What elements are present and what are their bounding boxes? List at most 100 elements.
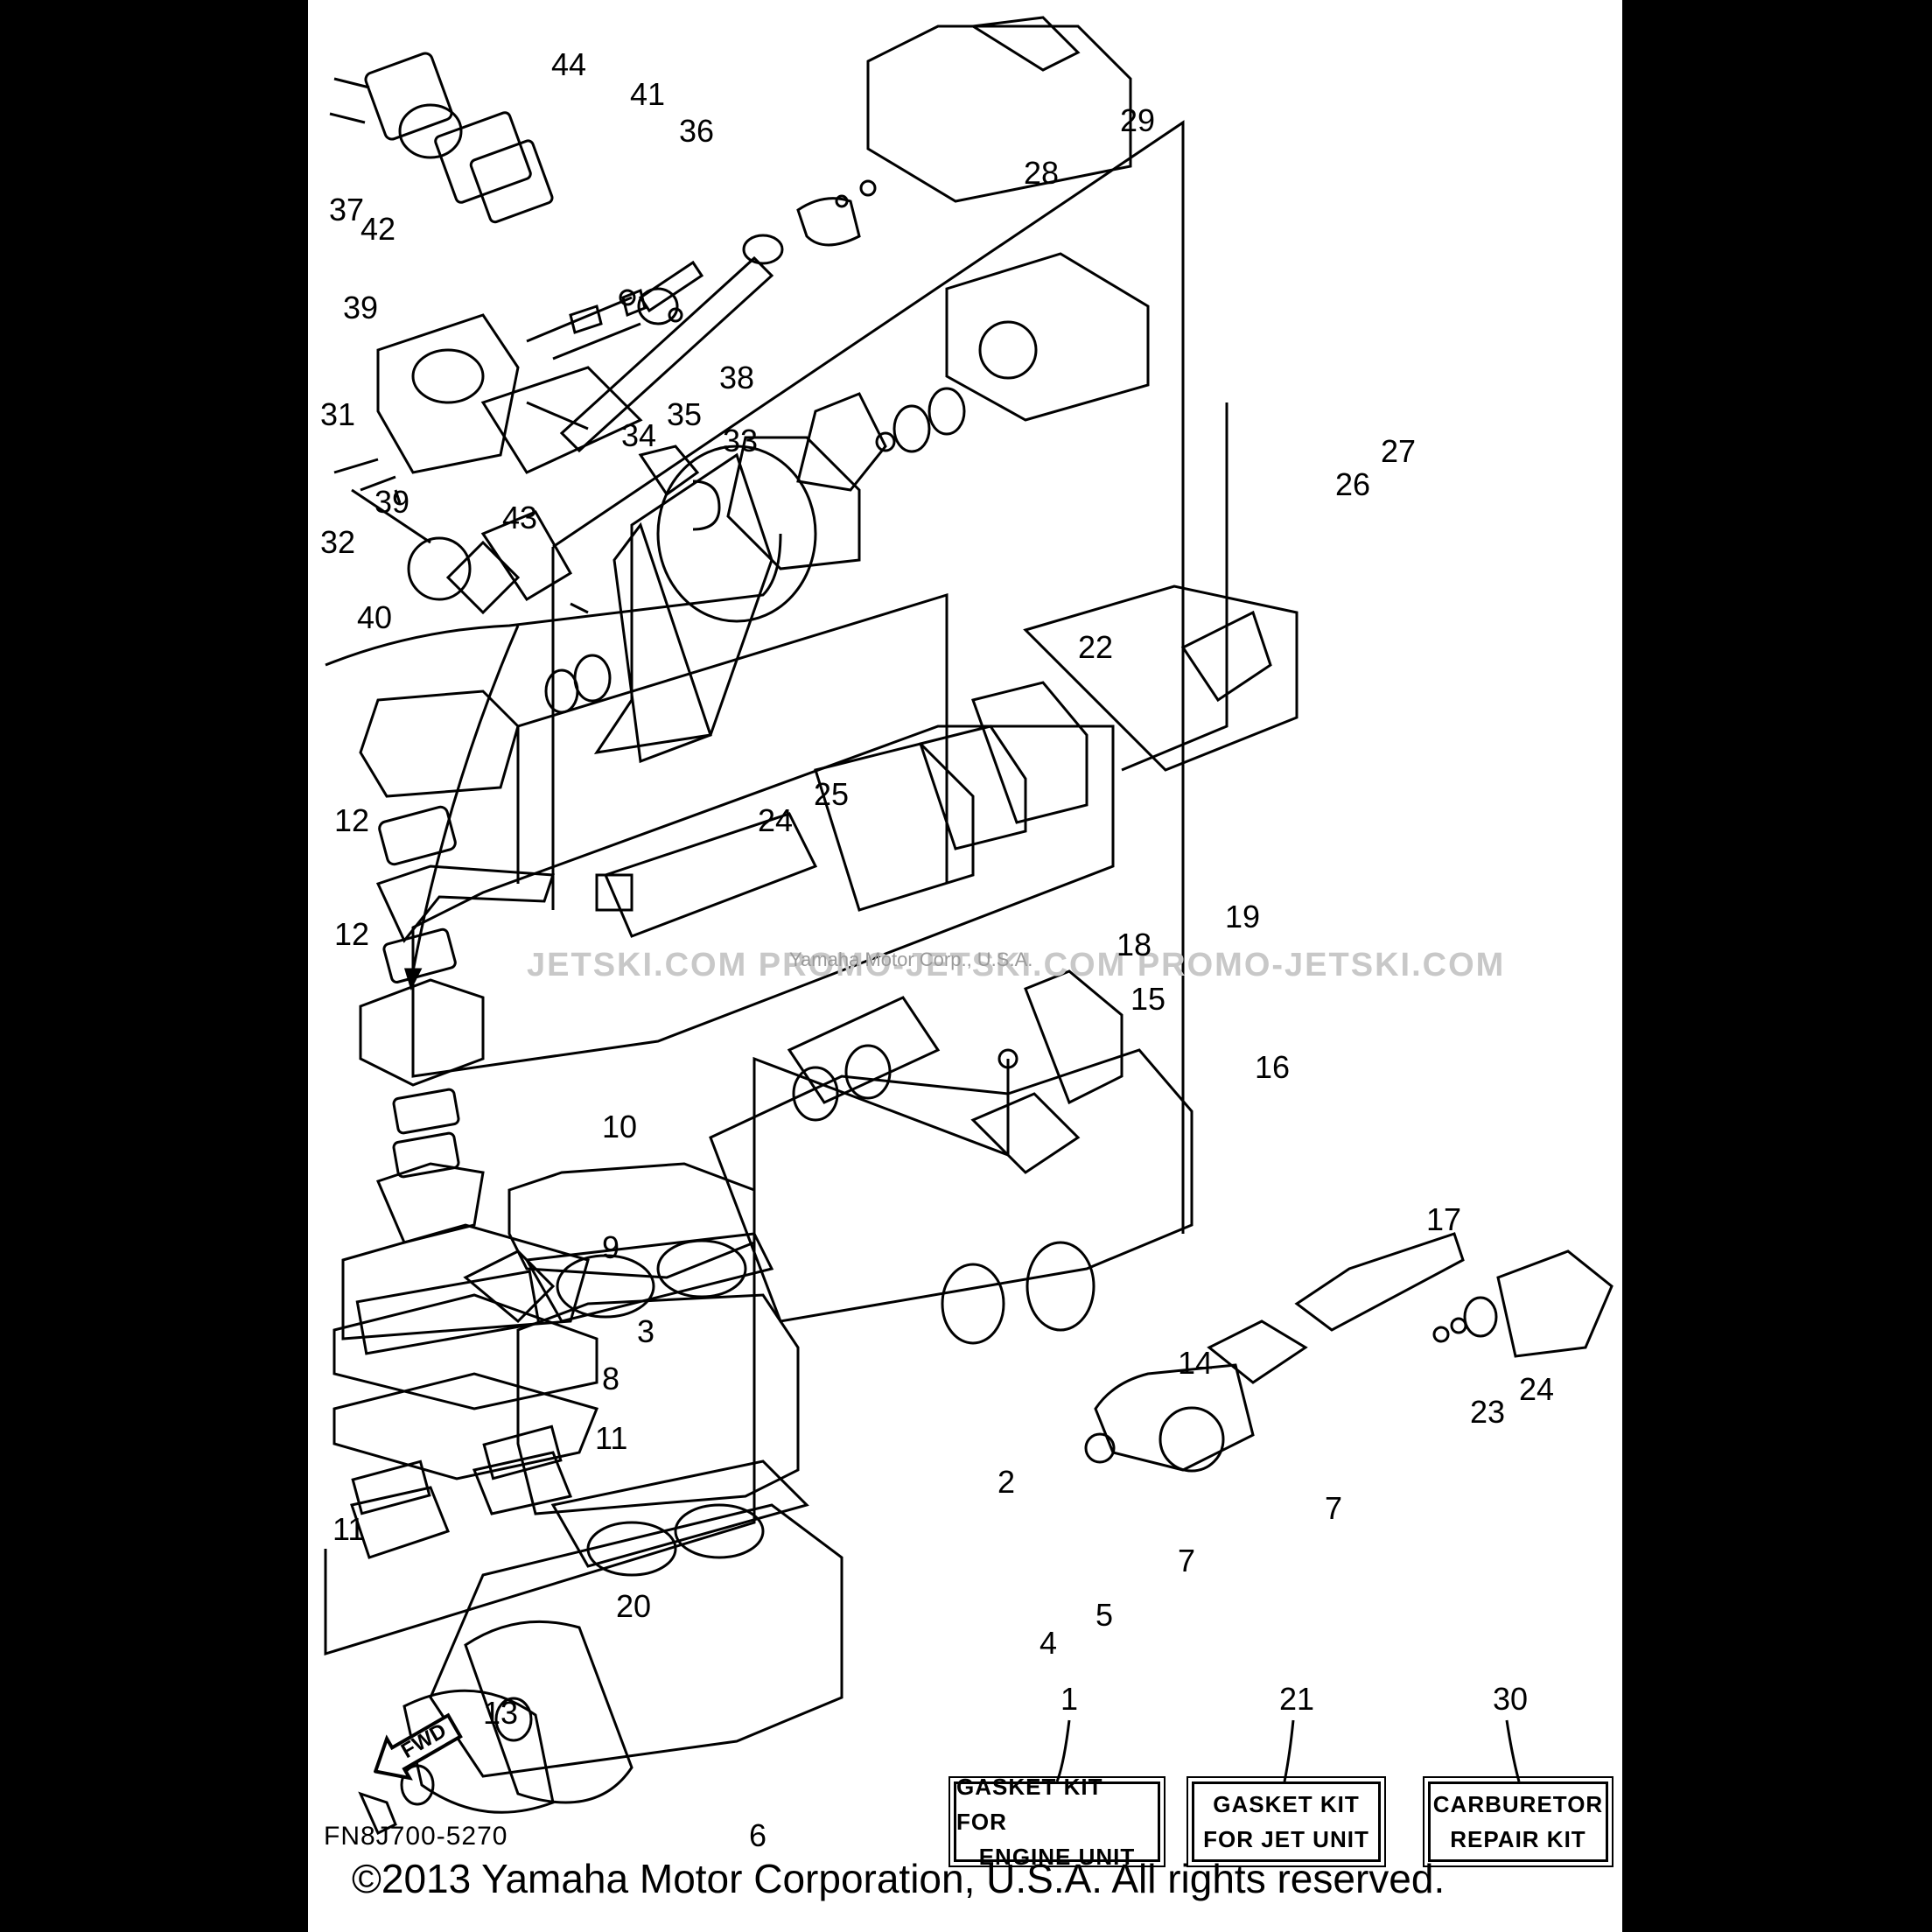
callout-8: 8	[602, 1361, 620, 1396]
exhaust-flange	[814, 742, 975, 912]
lever	[638, 444, 700, 497]
reed-housing	[332, 1293, 598, 1410]
muffler	[1023, 584, 1298, 772]
exhaust-elbow	[1024, 970, 1124, 1105]
exhaust-gasket-15	[787, 996, 941, 1104]
engine-bracket-low	[324, 1488, 756, 1656]
cone-29	[796, 197, 861, 247]
callout-12b: 12	[334, 916, 370, 952]
callout-4: 4	[1040, 1625, 1058, 1661]
watermark: JETSKI.COM PROMO-JETSKI.COM PROMO-JETSKI…	[527, 947, 1506, 984]
gasket-18	[919, 724, 1027, 850]
cylinder-block	[516, 1293, 800, 1516]
kit-engine-line2: ENGINE UNIT	[978, 1844, 1136, 1870]
kit-jet-line1: GASKET KIT	[1213, 1791, 1360, 1817]
drive-shaft-short	[1294, 1232, 1465, 1332]
callout-39b: 39	[374, 484, 410, 520]
carb-throttle-plate	[480, 366, 643, 474]
callout-24b: 24	[1519, 1371, 1555, 1407]
kit-leaders	[1055, 1719, 1521, 1782]
seal-13	[400, 1764, 435, 1806]
callout-31: 31	[320, 396, 356, 432]
callout-32: 32	[320, 524, 356, 560]
nozzle	[866, 24, 1132, 203]
callout-9: 9	[602, 1229, 620, 1265]
kit-engine-line1: GASKET KIT FOR	[956, 1774, 1103, 1835]
gasket-12a	[378, 805, 457, 866]
kit-box-jet: GASKET KIT FOR JET UNIT	[1186, 1776, 1386, 1867]
gasket-10a	[392, 1088, 460, 1135]
seal-6	[494, 1697, 533, 1742]
o-ring-28	[742, 234, 784, 265]
bearing-26	[892, 404, 931, 453]
flange-14	[463, 1250, 556, 1324]
callout-17: 17	[1426, 1201, 1462, 1237]
diagram-sheet: JETSKI.COM PROMO-JETSKI.COM PROMO-JETSKI…	[308, 0, 1622, 1932]
callout-38: 38	[719, 360, 755, 396]
jet-bracket-top	[552, 120, 1185, 549]
gasket-10b	[392, 1131, 460, 1179]
bearing-housing	[1496, 1250, 1614, 1358]
carb-cover	[364, 52, 453, 141]
callout-41: 41	[630, 76, 666, 112]
callout-33: 33	[723, 423, 759, 458]
intake-manifold	[341, 1223, 590, 1340]
exhaust-gasket-17	[970, 1092, 1081, 1174]
base-gasket-2	[550, 1460, 809, 1568]
callout-10: 10	[602, 1109, 638, 1144]
callout-27: 27	[1381, 433, 1417, 469]
gasket-12b	[382, 928, 457, 984]
jet-bracket-inner-right	[1121, 402, 1228, 772]
callout-6: 6	[749, 1817, 767, 1853]
head-gasket-bore-1	[556, 1254, 655, 1319]
callout-25: 25	[814, 776, 850, 812]
fwd-arrow-icon: FWD	[360, 1702, 470, 1796]
callout-43: 43	[502, 500, 538, 536]
callout-7a: 7	[1325, 1490, 1343, 1526]
carb-body	[376, 313, 520, 474]
cap	[407, 536, 472, 601]
gasket-19	[971, 681, 1088, 824]
watermark-small: Yamaha Motor Corp., U.S.A.	[789, 948, 1033, 970]
coupling-gear	[1207, 1320, 1308, 1384]
callout-40: 40	[357, 599, 393, 635]
o-ring-7	[1084, 1432, 1116, 1464]
callout-5: 5	[1096, 1597, 1114, 1633]
callout-29: 29	[1120, 102, 1156, 138]
kit-jet-line2: FOR JET UNIT	[1203, 1826, 1369, 1852]
callout-44: 44	[551, 46, 587, 82]
callout-11b: 11	[332, 1511, 366, 1547]
gasket-9	[355, 1270, 541, 1355]
mixture-screw	[638, 260, 704, 313]
callout-13: 13	[483, 1695, 519, 1731]
bearing-24	[1463, 1296, 1498, 1338]
impeller	[796, 392, 887, 492]
intake-duct	[726, 436, 861, 570]
seal-25	[573, 654, 612, 703]
diagram-part-code: FN8J700-5270	[324, 1822, 508, 1851]
callout-11a: 11	[595, 1420, 628, 1456]
callout-34: 34	[621, 417, 657, 453]
callout-28: 28	[1024, 155, 1060, 191]
pump-gasket	[469, 139, 554, 224]
kit-carb-line2: REPAIR KIT	[1450, 1826, 1586, 1852]
seal-4	[941, 1263, 1005, 1345]
callout-22: 22	[1078, 629, 1114, 665]
kit-box-engine: GASKET KIT FOR ENGINE UNIT	[948, 1774, 1166, 1870]
throttle-cam	[692, 480, 721, 531]
callout-3: 3	[637, 1313, 655, 1349]
callout-26: 26	[1335, 466, 1371, 502]
intake-housing	[359, 978, 485, 1087]
wear-ring-22	[656, 444, 817, 623]
diaphragm	[398, 103, 463, 159]
reed-11a	[351, 1460, 431, 1516]
exploded-parts-drawing	[324, 16, 1614, 1836]
copyright-notice: ©2013 Yamaha Motor Corporation, U.S.A. A…	[352, 1856, 1446, 1901]
cover-plate	[480, 510, 573, 602]
cylinder-head	[508, 1162, 756, 1279]
kit-carb-line1: CARBURETOR	[1432, 1791, 1604, 1817]
jet-bracket-inner	[516, 592, 948, 884]
callout-16: 16	[1255, 1049, 1291, 1085]
callout-7b: 7	[1178, 1543, 1196, 1578]
callout-36: 36	[679, 113, 715, 149]
